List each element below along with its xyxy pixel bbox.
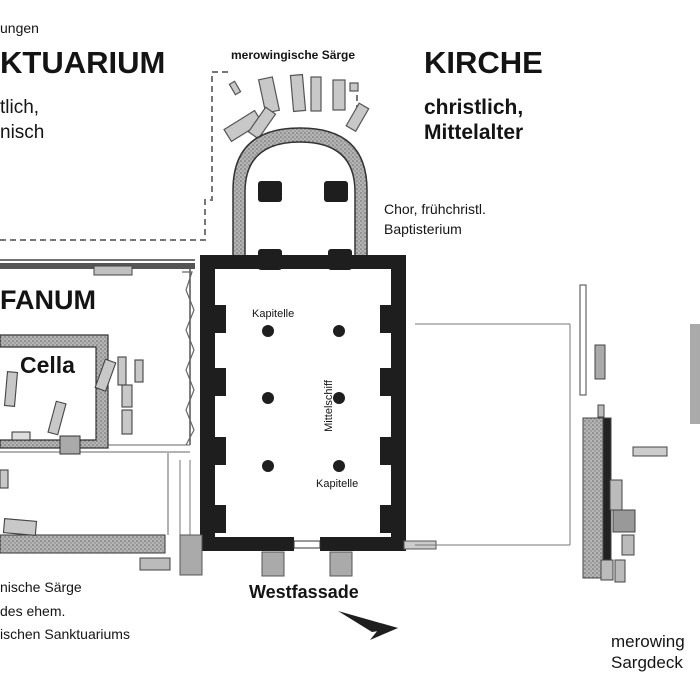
mittelschiff-label: Mittelschiff — [322, 380, 335, 432]
westfassade-label: Westfassade — [249, 582, 359, 602]
kirche-desc-line1: christlich, — [424, 96, 524, 119]
chor-label-line1: Chor, frühchristl. — [384, 201, 486, 217]
bottom-right-line1: merowing — [611, 632, 685, 651]
bottom-left-line1: nische Särge — [0, 579, 82, 595]
bottom-left-line2: des ehem. — [0, 603, 66, 619]
top-left-fragment-label: ungen — [0, 20, 39, 36]
west-door-gap — [293, 540, 321, 549]
nave-pilasters — [204, 305, 402, 533]
nave-column-bases — [262, 325, 345, 472]
sanktuarium-desc-line1: tlich, — [0, 97, 40, 118]
merowingische-saerge-top-group — [223, 73, 370, 143]
kirche-title: KIRCHE — [424, 45, 543, 80]
right-annex-stones — [579, 284, 700, 583]
kirche-nave-walls — [200, 255, 406, 551]
sanktuarium-title: KTUARIUM — [0, 45, 166, 80]
kapitelle-bottom-label: Kapitelle — [316, 478, 359, 490]
annex-outline — [415, 323, 571, 546]
north-arrow — [338, 611, 398, 640]
kirche-desc-line2: Mittelalter — [424, 121, 524, 144]
cella-label: Cella — [20, 352, 75, 378]
bottom-right-line2: Sargdeck — [611, 653, 683, 672]
sanktuarium-desc-line2: nisch — [0, 122, 45, 143]
kapitelle-top-label: Kapitelle — [252, 308, 295, 320]
fanum-saerge-group — [0, 356, 144, 536]
fanum-label: FANUM — [0, 285, 96, 315]
chor-label-line2: Baptisterium — [384, 221, 462, 237]
fanum-walls — [0, 259, 195, 571]
merowingische-saerge-top-label: merowingische Särge — [231, 48, 356, 62]
westfassade-stones — [179, 534, 437, 577]
bottom-left-line3: ischen Sanktuariums — [0, 626, 130, 642]
sanktuarium-boundary-line — [0, 71, 232, 241]
